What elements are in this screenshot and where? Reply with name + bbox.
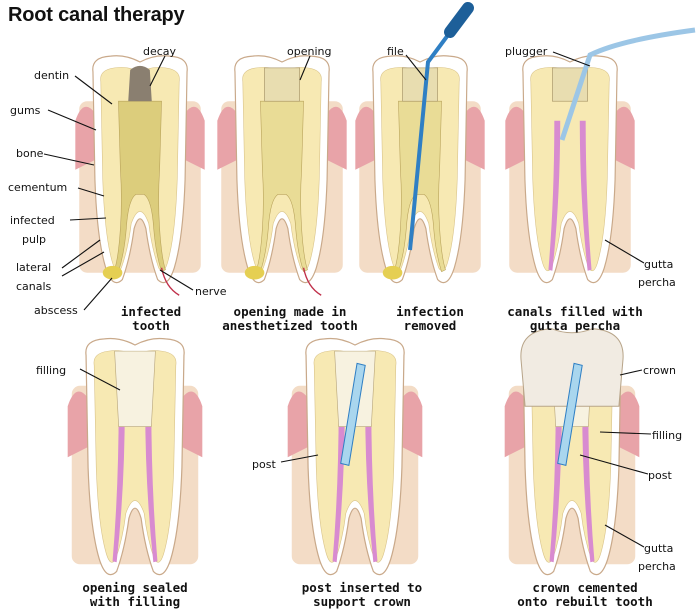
caption-step-6-line1: post inserted to bbox=[282, 581, 442, 595]
caption-step-4-line2: gutta percha bbox=[490, 319, 660, 333]
leader-line bbox=[620, 370, 642, 375]
abscess-blob bbox=[383, 266, 403, 280]
label-post: post bbox=[252, 459, 276, 471]
caption-step-1-line2: tooth bbox=[106, 319, 196, 333]
label-gums: gums bbox=[10, 105, 40, 117]
gum-right bbox=[327, 107, 347, 170]
gum-left bbox=[75, 107, 95, 170]
caption-step-3-line1: infection bbox=[380, 305, 480, 319]
label-file: file bbox=[387, 46, 404, 58]
label-gutta-percha-1: gutta bbox=[644, 259, 673, 271]
label-gutta-percha-2: percha bbox=[638, 277, 676, 289]
gum-right bbox=[402, 392, 422, 458]
caption-step-1: infected tooth bbox=[106, 305, 196, 333]
label-lateral-canals-2: canals bbox=[16, 281, 51, 293]
label-lateral-canals-1: lateral bbox=[16, 262, 51, 274]
caption-step-2: opening made in anesthetized tooth bbox=[205, 305, 375, 333]
caption-step-3: infection removed bbox=[380, 305, 480, 333]
label-filling-right: filling bbox=[652, 430, 682, 442]
label-filling: filling bbox=[36, 365, 66, 377]
caption-step-6: post inserted to support crown bbox=[282, 581, 442, 609]
label-bone: bone bbox=[16, 148, 43, 160]
caption-step-2-line1: opening made in bbox=[205, 305, 375, 319]
tooth-panel-1 bbox=[75, 56, 204, 296]
gum-left bbox=[288, 392, 308, 458]
gum-right bbox=[185, 107, 205, 170]
caption-step-7-line2: onto rebuilt tooth bbox=[500, 595, 670, 609]
caption-step-5-line1: opening sealed bbox=[60, 581, 210, 595]
tooth-panel-4 bbox=[505, 56, 634, 283]
caption-step-4-line1: canals filled with bbox=[490, 305, 660, 319]
gum-left bbox=[505, 392, 525, 458]
caption-step-5: opening sealed with filling bbox=[60, 581, 210, 609]
label-cementum: cementum bbox=[8, 182, 67, 194]
tooth-panel-3 bbox=[355, 56, 484, 283]
label-crown: crown bbox=[643, 365, 676, 377]
gum-left bbox=[68, 392, 88, 458]
label-gutta-percha-right-1: gutta bbox=[644, 543, 673, 555]
access-opening bbox=[264, 68, 299, 101]
abscess-blob bbox=[103, 266, 123, 280]
label-gutta-percha-right-2: percha bbox=[638, 561, 676, 573]
caption-step-1-line1: infected bbox=[106, 305, 196, 319]
caption-step-7: crown cemented onto rebuilt tooth bbox=[500, 581, 670, 609]
label-opening: opening bbox=[287, 46, 331, 58]
file-handle bbox=[450, 8, 468, 32]
label-post-right: post bbox=[648, 470, 672, 482]
decay-area bbox=[128, 66, 152, 101]
label-infected-pulp-2: pulp bbox=[22, 234, 46, 246]
gum-right bbox=[615, 107, 635, 170]
tooth-panel-2 bbox=[217, 56, 346, 296]
label-plugger: plugger bbox=[505, 46, 547, 58]
caption-step-6-line2: support crown bbox=[282, 595, 442, 609]
tooth-panel-5 bbox=[68, 338, 203, 574]
label-abscess: abscess bbox=[34, 305, 78, 317]
caption-step-7-line1: crown cemented bbox=[500, 581, 670, 595]
teeth-layer bbox=[68, 8, 695, 575]
gum-left bbox=[355, 107, 375, 170]
label-infected-pulp-1: infected bbox=[10, 215, 55, 227]
gum-left bbox=[217, 107, 237, 170]
caption-step-5-line2: with filling bbox=[60, 595, 210, 609]
gum-right bbox=[465, 107, 485, 170]
tooth-panel-7 bbox=[505, 329, 640, 575]
caption-step-3-line2: removed bbox=[380, 319, 480, 333]
label-dentin: dentin bbox=[34, 70, 69, 82]
gum-right bbox=[619, 392, 639, 458]
caption-step-2-line2: anesthetized tooth bbox=[205, 319, 375, 333]
abscess-blob bbox=[245, 266, 265, 280]
label-nerve: nerve bbox=[195, 286, 227, 298]
label-decay: decay bbox=[143, 46, 176, 58]
filling-material bbox=[115, 351, 156, 426]
gum-left bbox=[505, 107, 525, 170]
gum-right bbox=[182, 392, 202, 458]
caption-step-4: canals filled with gutta percha bbox=[490, 305, 660, 333]
